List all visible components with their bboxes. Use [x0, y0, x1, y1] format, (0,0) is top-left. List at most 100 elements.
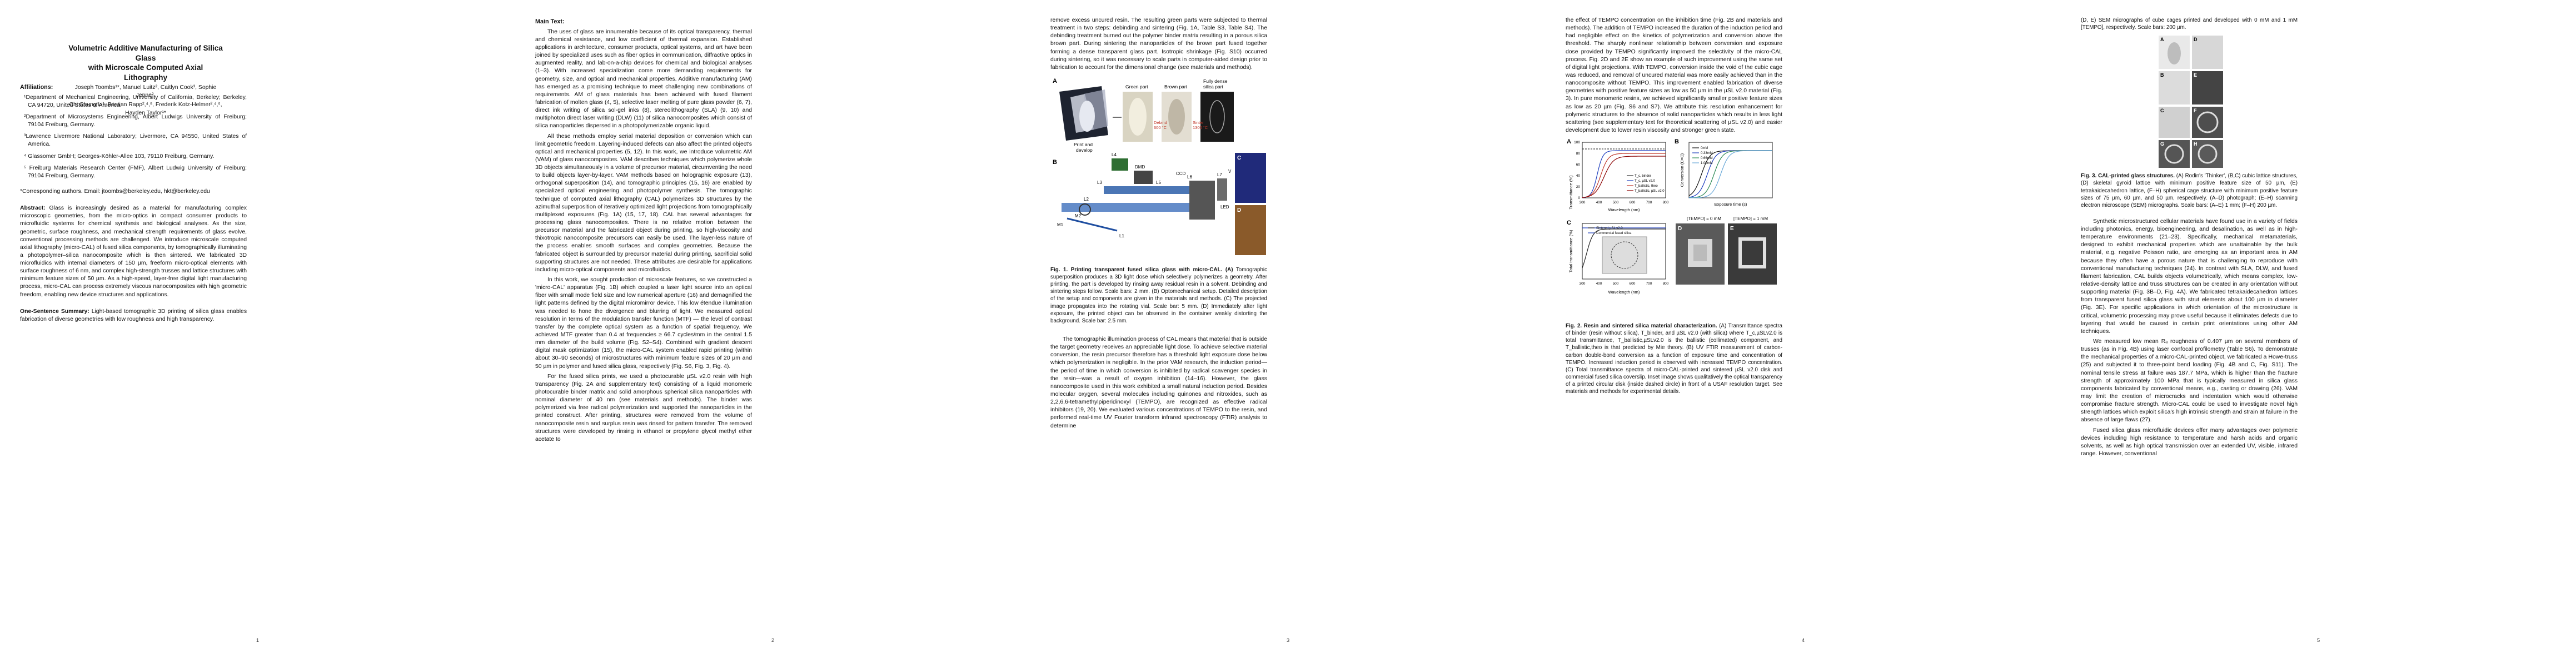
chart-a-ytick: 60	[1576, 163, 1581, 167]
paragraph: The uses of glass are innumerable becaus…	[535, 28, 752, 130]
paragraph: We measured low mean Rₐ roughness of 0.4…	[2081, 338, 2298, 424]
corresponding-authors: *Corresponding authors. Email: jtoombs@b…	[20, 188, 210, 195]
paragraph: The tomographic illumination process of …	[1050, 336, 1267, 429]
projection-illustration	[1059, 86, 1108, 141]
brown-part-label: Brown part	[1164, 84, 1188, 89]
tempo-1-label: [TEMPO] = 1 mM	[1733, 216, 1768, 221]
panel-label: E	[2194, 72, 2197, 78]
optic-label: L5	[1156, 180, 1161, 185]
chart-c-xlabel: Wavelength (nm)	[1608, 290, 1640, 295]
chart-a-ytick: 40	[1576, 174, 1581, 178]
chart-a-ylabel: Transmittance (%)	[1568, 175, 1573, 209]
panel-label: F	[2194, 108, 2197, 113]
optic-label: L7	[1217, 172, 1222, 177]
chart-c-label: C	[1567, 220, 1571, 226]
chart-b-xlabel: Exposure time (s)	[1715, 202, 1747, 207]
caption-body: (A) Rodin's 'Thinker', (B,C) cubic latti…	[2081, 173, 2298, 208]
panel-label: G	[2160, 141, 2164, 147]
chart-a-ytick: 80	[1576, 152, 1581, 156]
chart-b-legend-entry: 0.66mM	[1701, 157, 1713, 160]
optical-setup-diagram	[1062, 158, 1227, 232]
authors-line1: Joseph Toombs¹*, Manuel Luitz², Caitlyn …	[74, 84, 217, 99]
figure-2-caption-continued: (D, E) SEM micrographs of cube cages pri…	[2081, 17, 2298, 31]
panel-label-c: C	[1237, 155, 1241, 161]
chart-b-series	[1688, 150, 1772, 198]
chart-a-legend-entry: T_c, binder	[1635, 175, 1651, 178]
chart-a-xtick: 800	[1663, 201, 1669, 205]
print-develop-label-2: develop	[1076, 147, 1093, 153]
caption-title: Fig. 3. CAL-printed glass structures.	[2081, 173, 2175, 180]
page-4: the effect of TEMPO concentration on the…	[1546, 0, 2061, 667]
chart-b-plot-frame	[1688, 142, 1773, 198]
figure-3-caption: Fig. 3. CAL-printed glass structures. (A…	[2081, 172, 2298, 209]
chart-c-xtick: 500	[1613, 282, 1619, 286]
chart-c-legend-entry: Sintered µSL v2.0	[1596, 227, 1623, 230]
panel-label: C	[2160, 108, 2164, 113]
chart-a-xlabel: Wavelength (nm)	[1608, 207, 1640, 212]
abstract-text: Glass is increasingly desired as a mater…	[20, 205, 247, 298]
page5-column: (D, E) SEM micrographs of cube cages pri…	[2081, 17, 2298, 460]
chart-b-legend-entry: 0.33mM	[1701, 152, 1713, 155]
chart-a-ytick: 0	[1578, 196, 1580, 200]
chart-b-legend-entry: 0mM	[1701, 147, 1708, 150]
page-2: Main Text: The uses of glass are innumer…	[515, 0, 1030, 667]
chart-b-line	[1688, 150, 1772, 198]
figure-3: A B C D E F G H	[2159, 36, 2223, 168]
panel-label-e: E	[1730, 226, 1734, 232]
chart-a-line	[1582, 156, 1666, 198]
panel-label-d: D	[1678, 226, 1682, 232]
projection-photo	[1235, 152, 1266, 203]
chart-a-legend-entry: T_ballistic, theo	[1635, 185, 1658, 188]
oss-text: Light-based tomographic 3D printing of s…	[20, 308, 247, 322]
figure-1: A Print and develop Green part Brown par…	[1053, 78, 1266, 255]
dense-part-label: Fully dense	[1203, 78, 1228, 84]
panel-label: D	[2194, 37, 2198, 42]
optic-label: L1	[1119, 233, 1124, 238]
sem-cube-1mm	[1728, 223, 1777, 285]
printed-disk-outline	[1611, 241, 1638, 269]
page-1: Volumetric Additive Manufacturing of Sil…	[0, 0, 515, 667]
chart-a-xtick: 600	[1630, 201, 1636, 205]
affiliation-2: ²Department of Microsystems Engineering,…	[24, 113, 247, 128]
tempo-0-label: [TEMPO] = 0 mM	[1687, 216, 1721, 221]
panel-label: B	[2160, 72, 2164, 78]
chart-a-plot-frame	[1582, 142, 1666, 198]
paragraph: the effect of TEMPO concentration on the…	[1566, 17, 1782, 133]
title-block: Volumetric Additive Manufacturing of Sil…	[66, 43, 226, 117]
chart-c-ylabel: Total transmittance (%)	[1568, 230, 1573, 272]
chart-c-line	[1582, 228, 1666, 268]
page-number: 1	[256, 638, 260, 644]
paragraph: remove excess uncured resin. The resulti…	[1050, 17, 1267, 71]
chart-b-legend-entry: 1.00mM	[1701, 162, 1713, 165]
page-number: 2	[771, 638, 775, 644]
oss-label: One-Sentence Summary:	[20, 308, 89, 315]
optic-label: V	[1228, 169, 1232, 174]
green-part-label: Green part	[1125, 84, 1148, 89]
optic-label: L2	[1084, 197, 1089, 202]
affiliations-heading: Affiliations:	[20, 84, 53, 91]
chart-c-xtick: 300	[1580, 282, 1586, 286]
page-number: 4	[1801, 638, 1805, 644]
optic-label: L4	[1112, 152, 1117, 157]
paragraph: All these methods employ serial material…	[535, 133, 752, 273]
optic-label: LED	[1220, 205, 1229, 210]
chart-a-ytick: 100	[1574, 141, 1580, 145]
paragraph: For the fused silica prints, we used a p…	[535, 373, 752, 442]
chart-b-ylabel: Conversion (C=C)	[1680, 153, 1685, 187]
main-text-heading: Main Text:	[535, 18, 565, 25]
chart-a-series	[1582, 148, 1666, 198]
chart-b-label: B	[1675, 138, 1679, 145]
sinter-temp: 1300 °C	[1193, 125, 1208, 130]
optic-label: M1	[1057, 222, 1064, 227]
abstract: Abstract: Glass is increasingly desired …	[20, 205, 247, 299]
dense-part-photo	[1200, 91, 1234, 142]
panel-label-a: A	[1053, 78, 1057, 84]
one-sentence-summary: One-Sentence Summary: Light-based tomogr…	[20, 308, 247, 323]
paragraph: Fused silica glass microfluidic devices …	[2081, 427, 2298, 457]
chart-a-xtick: 400	[1596, 201, 1602, 205]
chart-a-xtick: 300	[1580, 201, 1586, 205]
page-number: 5	[2316, 638, 2320, 644]
chart-c-xtick: 700	[1646, 282, 1652, 286]
chart-a-line	[1582, 153, 1666, 198]
caption-panel-a: (A)	[1225, 266, 1233, 273]
